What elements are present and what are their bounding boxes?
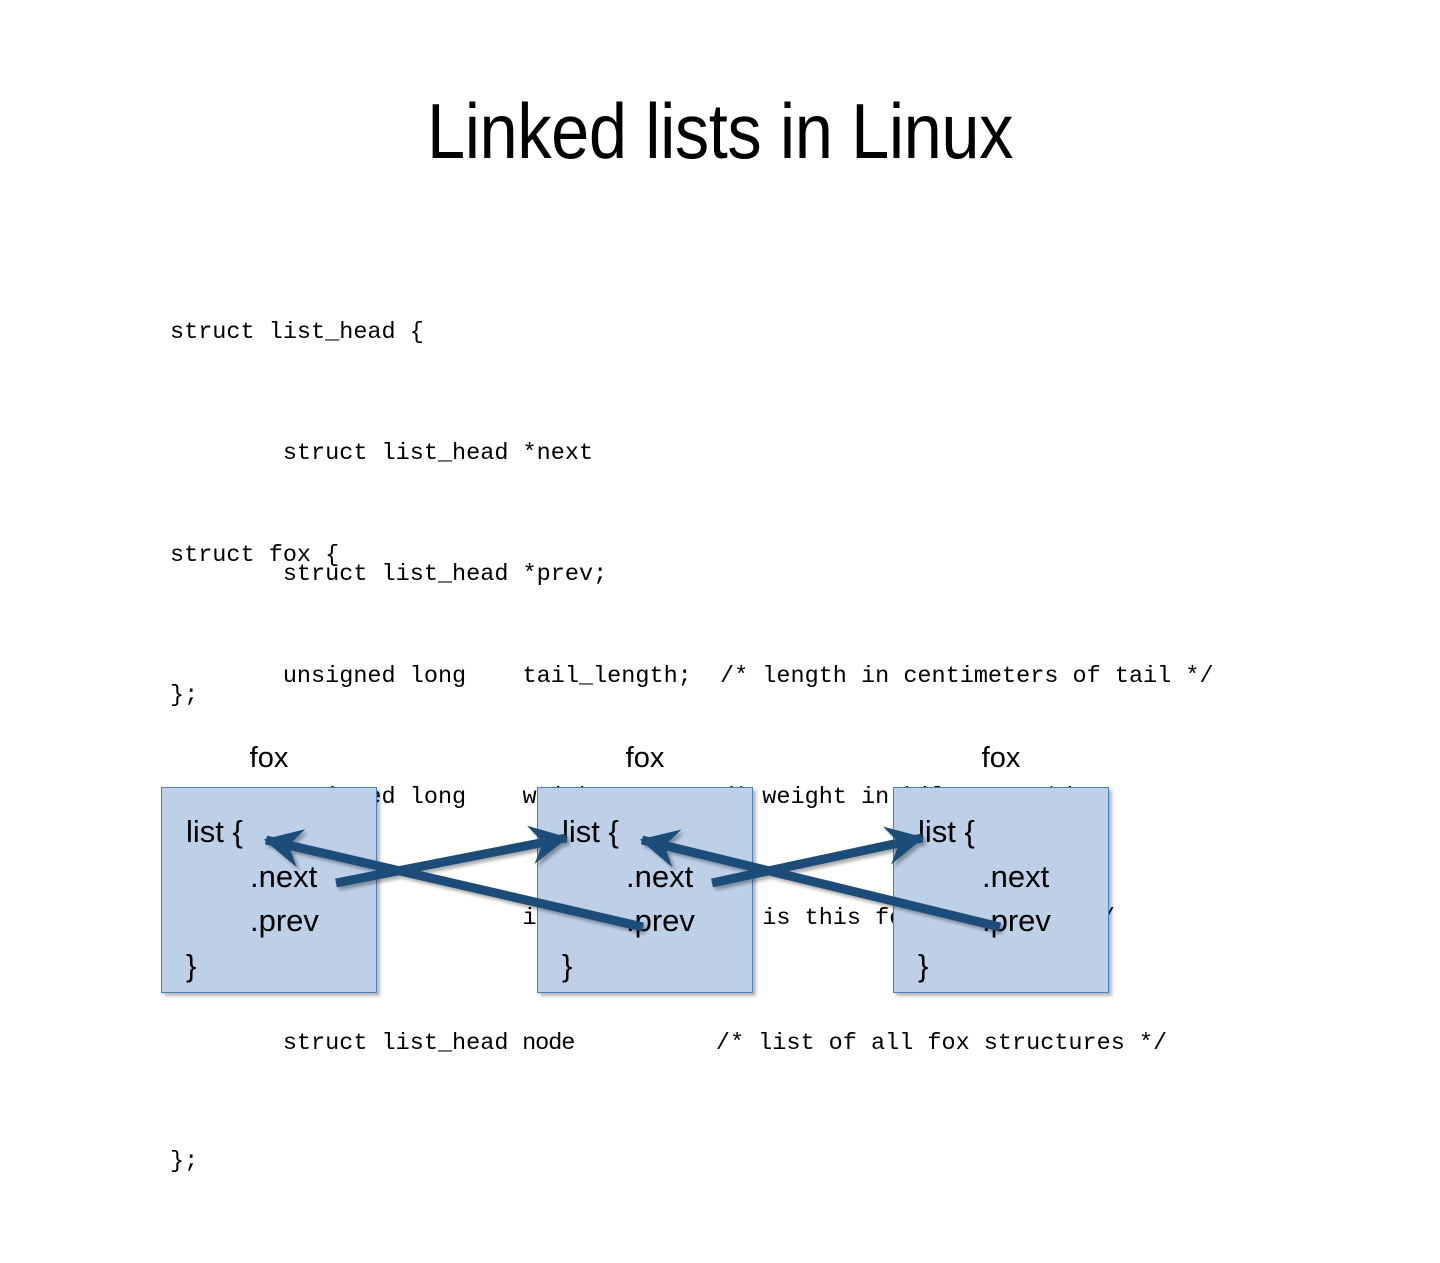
page-title: Linked lists in Linux (427, 87, 1013, 175)
code-line: }; (170, 1147, 199, 1175)
code-line: }; (170, 682, 199, 710)
code-line-node-prefix: struct list_head (170, 1029, 523, 1057)
code-line: struct fox { (170, 541, 340, 569)
code-block-fox: struct fox { unsigned long tail_length; … (170, 455, 1214, 1263)
code-line-node: struct list_head node /* list of all fox… (170, 1021, 1214, 1061)
code-line-node-comment: /* list of all fox structures */ (574, 1029, 1168, 1057)
code-line: bool is_fantastic; /* is this fox fantas… (170, 905, 1115, 933)
code-line: unsigned long tail_length; /* length in … (170, 663, 1214, 691)
code-block-list-head: struct list_head { struct list_head *nex… (170, 232, 607, 798)
code-token-node: node (522, 1027, 575, 1054)
code-line: struct list_head *next (170, 440, 594, 468)
code-line: struct list_head { (170, 318, 424, 346)
code-line: struct list_head *prev; (170, 561, 608, 589)
slide-canvas: Linked lists in Linux struct list_head {… (161, 87, 1214, 1175)
code-line: unsigned long weight; /* weight in kilog… (170, 784, 1073, 812)
